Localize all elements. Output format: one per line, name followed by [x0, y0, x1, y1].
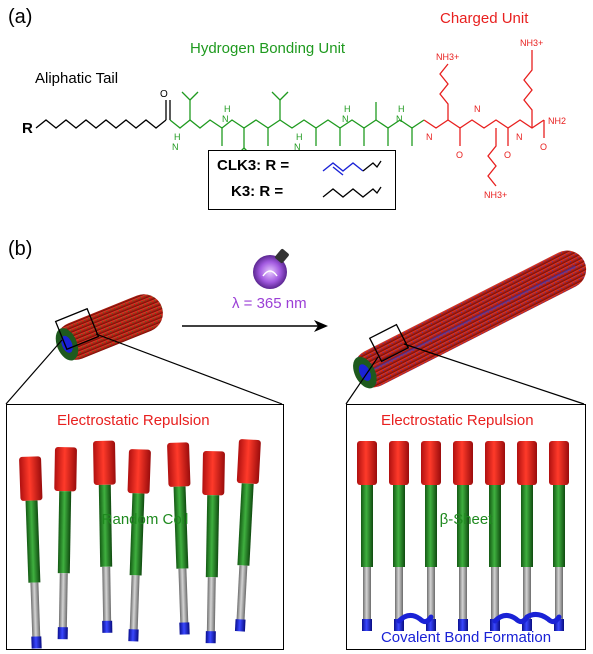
- svg-text:N: N: [222, 114, 229, 124]
- charged-backbone: [423, 119, 545, 129]
- aliphatic-tail-label: Aliphatic Tail: [35, 70, 119, 87]
- svg-text:N: N: [516, 132, 523, 142]
- svg-text:N: N: [396, 114, 403, 124]
- lysine-side-chains: [439, 50, 545, 187]
- alkyl-chain: [322, 186, 382, 198]
- svg-text:H: H: [174, 132, 181, 142]
- formula-k3: K3: R =: [231, 183, 284, 200]
- svg-text:H: H: [398, 104, 405, 114]
- random-coil-label: Random Coil: [101, 511, 189, 528]
- backbone-carbonyls: [221, 128, 389, 146]
- svg-text:N: N: [474, 104, 481, 114]
- left-inset-title: Electrostatic Repulsion: [57, 412, 210, 429]
- svg-text:O: O: [160, 89, 168, 100]
- covalent-crosslinks: [396, 611, 562, 625]
- charged-unit-label: Charged Unit: [440, 10, 529, 27]
- aligned-peptide-rods: [357, 441, 569, 631]
- peptide-amphiphile-rods: [19, 439, 261, 649]
- formula-clk3: CLK3: R =: [217, 157, 290, 174]
- valine-side-chains: [181, 91, 413, 157]
- uv-lamp-icon: [253, 249, 289, 289]
- beta-sheet-inset: Electrostatic Repulsion: [346, 404, 586, 650]
- svg-text:H: H: [224, 104, 231, 114]
- aliphatic-chain: [35, 119, 167, 129]
- long-fiber: [353, 250, 587, 389]
- short-fiber: [54, 294, 163, 361]
- nh2-label: NH2: [548, 116, 566, 126]
- svg-text:N: N: [426, 132, 433, 142]
- svg-text:O: O: [540, 142, 547, 152]
- svg-text:O: O: [504, 150, 511, 160]
- nh3-label-3: NH3+: [484, 190, 507, 200]
- svg-text:H: H: [296, 132, 303, 142]
- nh3-label-2: NH3+: [520, 38, 543, 48]
- svg-text:N: N: [294, 142, 301, 152]
- wavelength-label: λ = 365 nm: [232, 295, 307, 312]
- diene-chain: [322, 162, 364, 172]
- covalent-bond-label: Covalent Bond Formation: [380, 629, 552, 646]
- nh3-label-1: NH3+: [436, 52, 459, 62]
- hydrogen-bonding-unit-label: Hydrogen Bonding Unit: [190, 40, 346, 57]
- r-group-label: R: [22, 120, 33, 137]
- random-coil-inset: Electrostatic Repulsion: [6, 404, 284, 650]
- right-inset-title: Electrostatic Repulsion: [381, 412, 534, 429]
- panel-label-b: (b): [8, 238, 33, 260]
- beta-sheet-peptides: [355, 441, 577, 631]
- panel-label-a: (a): [8, 6, 33, 28]
- hydrogen-bonding-backbone: [169, 119, 425, 129]
- random-coil-peptides: [17, 439, 273, 649]
- beta-sheet-label: β-Sheet: [439, 511, 493, 528]
- svg-text:N: N: [342, 114, 349, 124]
- svg-text:O: O: [456, 150, 463, 160]
- r-group-formula-box: CLK3: R = K3: R =: [208, 150, 396, 210]
- svg-text:H: H: [344, 104, 351, 114]
- reaction-arrow: [182, 320, 328, 332]
- svg-text:N: N: [172, 142, 179, 152]
